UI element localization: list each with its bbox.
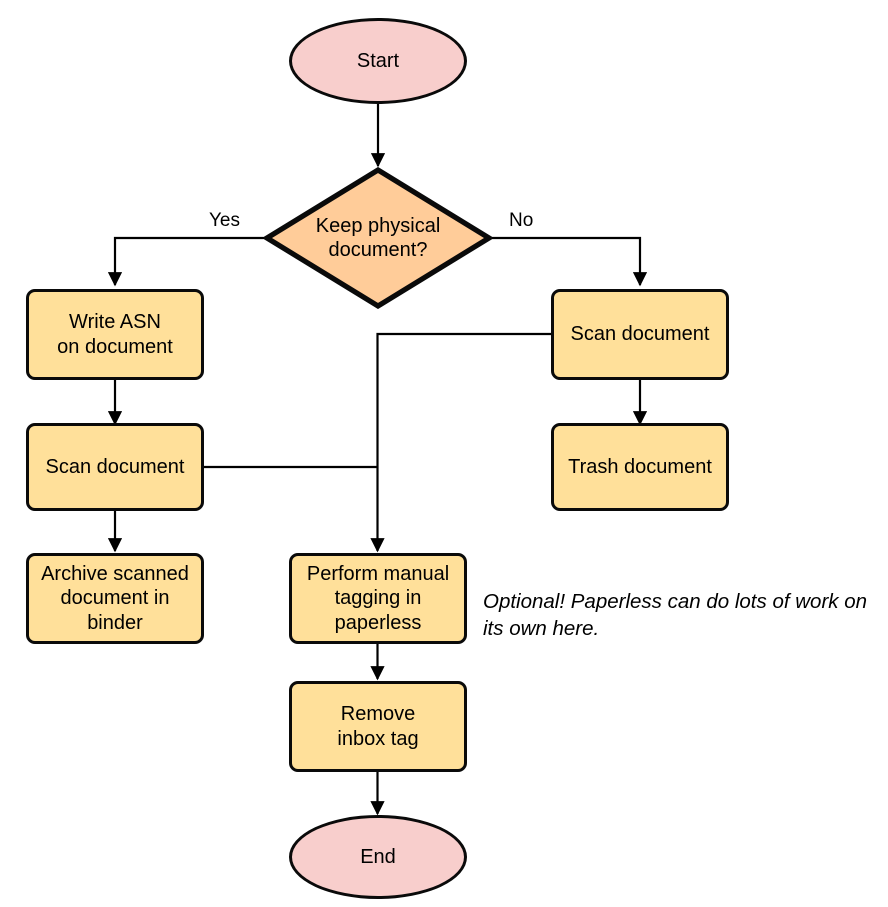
node-decision-keep-physical-document[interactable]: Keep physical document? <box>264 167 492 309</box>
node-trash-document-label: Trash document <box>568 455 712 478</box>
node-archive-label: Archive scanned document in binder <box>41 562 189 634</box>
node-tagging-label: Perform manual tagging in paperless <box>306 562 450 634</box>
node-perform-manual-tagging-in-paperless[interactable]: Perform manual tagging in paperless <box>289 553 467 644</box>
diamond-shape <box>264 167 492 309</box>
edge-label-yes: Yes <box>209 210 240 231</box>
node-remove-inbox-tag[interactable]: Remove inbox tag <box>289 681 467 772</box>
node-end-label: End <box>360 845 396 868</box>
node-start[interactable]: Start <box>289 18 467 104</box>
node-write-asn-label: Write ASN on document <box>57 311 173 358</box>
edge-scan-right-to-tagging <box>370 332 551 553</box>
node-trash-document[interactable]: Trash document <box>551 423 729 511</box>
annotation-optional-note: Optional! Paperless can do lots of work … <box>483 590 868 640</box>
node-scan-document-right[interactable]: Scan document <box>551 289 729 380</box>
node-remove-inbox-tag-label: Remove inbox tag <box>337 703 419 750</box>
node-decision-label: Keep physical document? <box>315 214 441 261</box>
edge-label-no: No <box>509 210 534 231</box>
node-scan-document-left[interactable]: Scan document <box>26 423 204 511</box>
node-end[interactable]: End <box>289 815 467 899</box>
edge-decision-no-to-scan-right <box>490 236 648 287</box>
edge-decision-yes-to-write-asn <box>107 236 265 287</box>
node-archive-scanned-document-in-binder[interactable]: Archive scanned document in binder <box>26 553 204 644</box>
node-write-asn-on-document[interactable]: Write ASN on document <box>26 289 204 380</box>
node-scan-document-left-label: Scan document <box>45 455 185 478</box>
node-scan-document-right-label: Scan document <box>570 323 710 346</box>
node-start-label: Start <box>356 49 400 72</box>
